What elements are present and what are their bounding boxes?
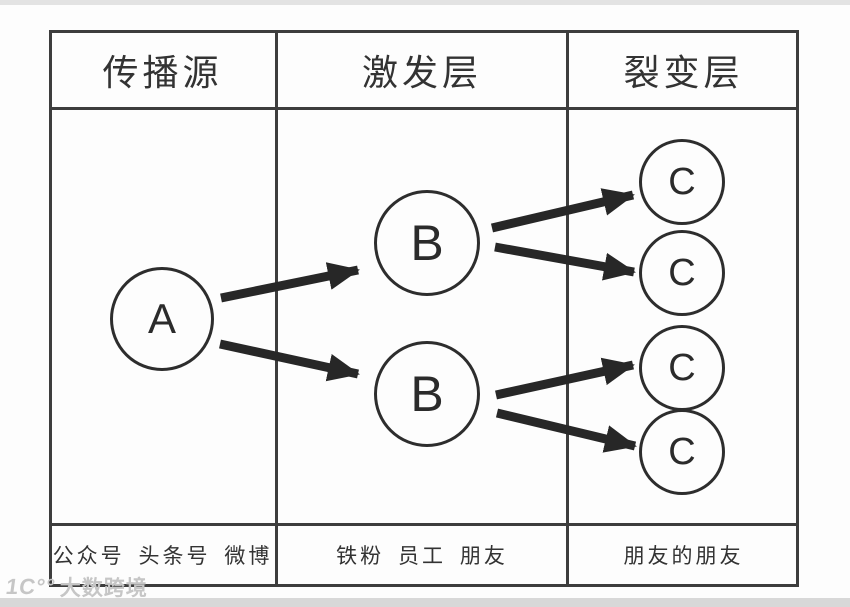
node-B2: B (374, 341, 480, 447)
edge-arrow-A-to-B1 (220, 262, 360, 303)
edge-arrow-B2-to-C4 (495, 408, 637, 453)
edge-arrow-A-to-B2 (219, 339, 360, 382)
footer-row-divider (49, 523, 799, 526)
node-C1: C (639, 139, 725, 225)
node-A: A (110, 267, 214, 371)
image-top-edge (0, 0, 850, 5)
watermark: 1C°° 大数跨境 (4, 572, 148, 602)
edge-arrow-B2-to-C3 (495, 357, 635, 400)
column-header-trigger: 激发层 (361, 52, 482, 93)
column-divider-1 (275, 30, 278, 587)
watermark-text: 大数跨境 (59, 577, 148, 600)
column-footer-trigger: 铁粉 员工 朋友 (336, 545, 508, 568)
table-frame (49, 30, 799, 587)
column-header-fission: 裂变层 (623, 52, 744, 93)
node-C2: C (639, 230, 725, 316)
column-header-source: 传播源 (102, 52, 223, 93)
image-bottom-edge (0, 598, 850, 607)
node-B1: B (374, 190, 480, 296)
watermark-logo-icon: 1C°° (4, 574, 58, 599)
column-footer-fission: 朋友的朋友 (623, 545, 744, 568)
header-row-divider (49, 107, 799, 110)
node-C4: C (639, 409, 725, 495)
edge-arrow-B1-to-C2 (494, 242, 636, 281)
column-footer-source: 公众号 头条号 微博 (52, 545, 273, 568)
edge-arrow-B1-to-C1 (490, 188, 635, 233)
column-divider-2 (566, 30, 569, 587)
node-C3: C (639, 325, 725, 411)
